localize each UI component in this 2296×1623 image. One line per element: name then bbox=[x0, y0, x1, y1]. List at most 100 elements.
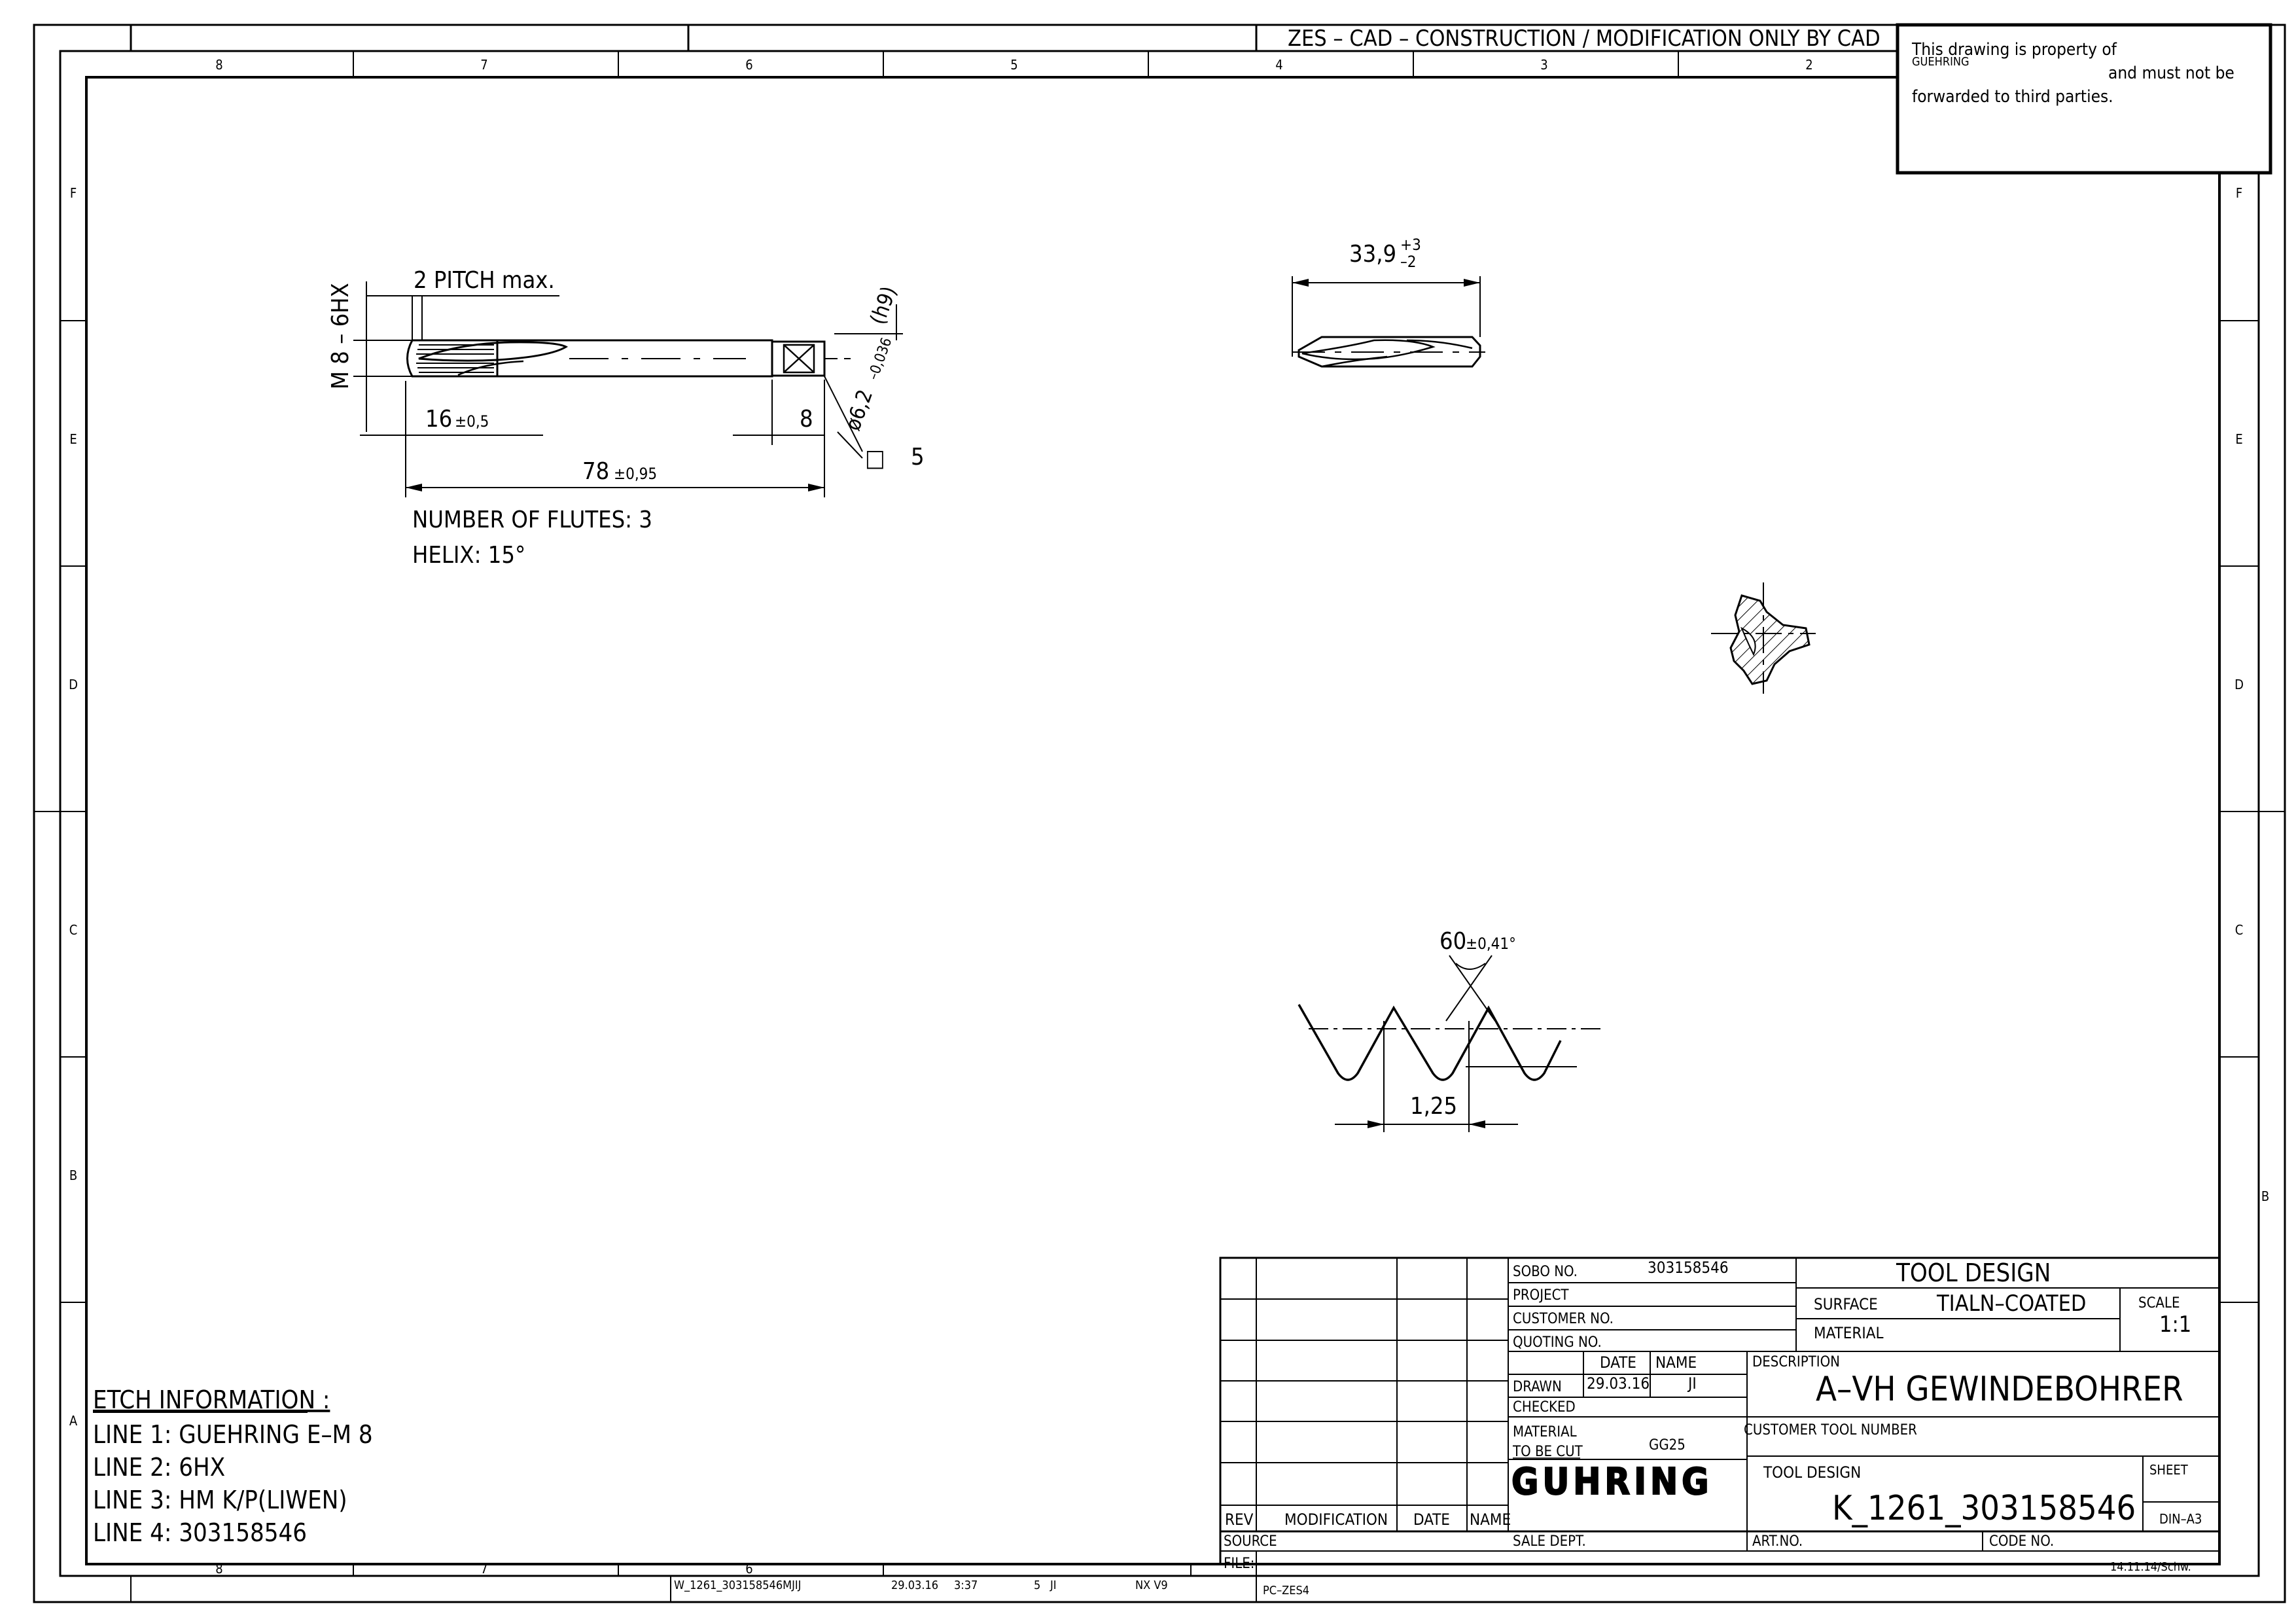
row-letter: E bbox=[69, 431, 77, 447]
row-letter: F bbox=[2236, 185, 2242, 201]
column-number: 8 bbox=[215, 1561, 222, 1577]
rev-header: NAME bbox=[1470, 1510, 1511, 1529]
thread-designation: M 8 – 6HX bbox=[327, 283, 354, 389]
thread-length-dimension: 16 bbox=[425, 406, 452, 433]
etch-information: ETCH INFORMATION : LINE 1: GUEHRING E–M … bbox=[93, 1385, 373, 1547]
helix-note: HELIX: 15° bbox=[412, 542, 525, 569]
row-letter: D bbox=[2234, 677, 2244, 692]
tap-side-view: M 8 – 6HX 2 PITCH max. 16 ±0,5 8 78 ±0,9… bbox=[327, 267, 925, 569]
sale-dept-label: SALE DEPT. bbox=[1513, 1533, 1586, 1550]
thread-pitch-dimension: 1,25 bbox=[1410, 1093, 1457, 1120]
property-notice-line2: and must not be bbox=[2108, 63, 2234, 83]
material-cut-label: TO BE CUT bbox=[1512, 1444, 1583, 1460]
drawing-frame: 8 7 6 5 4 3 2 8 7 6 F E D C B A F E D C … bbox=[33, 24, 2286, 1603]
thread-angle-dimension: 60 bbox=[1439, 928, 1466, 955]
column-number: 3 bbox=[1540, 57, 1547, 73]
template-version: 14.11.14/Schw. bbox=[2110, 1560, 2191, 1574]
row-letter: C bbox=[69, 922, 78, 938]
project-label: PROJECT bbox=[1513, 1287, 1569, 1304]
tool-design-value: K_1261_303158546 bbox=[1832, 1489, 2136, 1528]
plot-footer: W_1261_303158546MJIJ 29.03.16 3:37 5 JI … bbox=[670, 1576, 1309, 1597]
row-letter: A bbox=[69, 1413, 78, 1429]
shank-diameter: ø6,2 bbox=[840, 386, 877, 434]
code-no-label: CODE NO. bbox=[1989, 1533, 2054, 1550]
column-number: 2 bbox=[1805, 57, 1812, 73]
name-column-label: NAME bbox=[1655, 1353, 1697, 1372]
front-length-tol-upper: +3 bbox=[1400, 236, 1421, 254]
thread-angle-tolerance: ±0,41° bbox=[1466, 935, 1516, 953]
row-letter: B bbox=[2261, 1188, 2269, 1204]
property-notice: This drawing is property of GUEHRING and… bbox=[1896, 23, 2272, 175]
row-letter: C bbox=[2235, 922, 2244, 938]
front-length-dimension: 33,9 bbox=[1349, 241, 1396, 268]
column-number: 7 bbox=[480, 1561, 487, 1577]
etch-line: LINE 4: 303158546 bbox=[93, 1518, 307, 1547]
checked-label: CHECKED bbox=[1513, 1399, 1576, 1416]
etch-line: LINE 1: GUEHRING E–M 8 bbox=[93, 1420, 373, 1449]
customer-tool-label: CUSTOMER TOOL NUMBER bbox=[1744, 1422, 1917, 1438]
file-label: FILE: bbox=[1224, 1556, 1254, 1572]
material-cut-value: GG25 bbox=[1649, 1437, 1686, 1454]
scale-value: 1:1 bbox=[2159, 1311, 2191, 1338]
customer-no-label: CUSTOMER NO. bbox=[1513, 1311, 1614, 1327]
square-symbol: □ bbox=[865, 445, 885, 472]
drawn-name: JI bbox=[1687, 1374, 1697, 1393]
footer-plot-date: 29.03.16 bbox=[891, 1578, 938, 1592]
row-letter: F bbox=[70, 185, 77, 201]
source-label: SOURCE bbox=[1224, 1533, 1277, 1550]
total-length-tolerance: ±0,95 bbox=[614, 465, 657, 483]
company-logo: GUHRING bbox=[1511, 1461, 1712, 1503]
sobo-value: 303158546 bbox=[1648, 1258, 1729, 1277]
footer-file-name: W_1261_303158546MJIJ bbox=[674, 1578, 801, 1592]
sheet-label: SHEET bbox=[2149, 1462, 2189, 1478]
surface-value: TIALN–COATED bbox=[1936, 1291, 2087, 1317]
row-letter: B bbox=[69, 1168, 77, 1183]
rev-header: MODIFICATION bbox=[1284, 1510, 1388, 1529]
pitch-note: 2 PITCH max. bbox=[414, 267, 555, 294]
tool-design-title: TOOL DESIGN bbox=[1896, 1258, 2051, 1287]
column-number: 7 bbox=[480, 57, 487, 73]
rev-header: DATE bbox=[1413, 1510, 1450, 1529]
column-number: 5 bbox=[1010, 57, 1017, 73]
etch-line: LINE 2: 6HX bbox=[93, 1453, 225, 1482]
tool-design-label: TOOL DESIGN bbox=[1763, 1463, 1861, 1482]
property-notice-line1: This drawing is property of bbox=[1911, 40, 2117, 60]
quoting-no-label: QUOTING NO. bbox=[1513, 1334, 1602, 1351]
footer-pc-name: PC–ZES4 bbox=[1263, 1584, 1309, 1597]
sobo-label: SOBO NO. bbox=[1513, 1264, 1578, 1280]
cad-banner: ZES – CAD – CONSTRUCTION / MODIFICATION … bbox=[1288, 26, 1881, 52]
tap-cross-section bbox=[1711, 582, 1816, 694]
column-number: 8 bbox=[215, 57, 222, 73]
title-block: REV MODIFICATION DATE NAME SOBO NO. 3031… bbox=[1219, 1257, 2221, 1576]
format-value: DIN–A3 bbox=[2159, 1511, 2202, 1527]
material-cut-label: MATERIAL bbox=[1513, 1424, 1577, 1440]
description-value: A–VH GEWINDEBOHRER bbox=[1816, 1370, 2183, 1409]
art-no-label: ART.NO. bbox=[1752, 1533, 1803, 1550]
drawn-label: DRAWN bbox=[1513, 1379, 1562, 1395]
date-column-label: DATE bbox=[1600, 1353, 1636, 1372]
square-length-dimension: 8 bbox=[800, 406, 813, 433]
total-length-dimension: 78 bbox=[582, 458, 609, 485]
footer-cad-system: NX V9 bbox=[1135, 1578, 1168, 1592]
flutes-note: NUMBER OF FLUTES: 3 bbox=[412, 507, 652, 533]
drawn-date: 29.03.16 bbox=[1587, 1374, 1650, 1393]
thread-length-tolerance: ±0,5 bbox=[455, 412, 489, 431]
footer-plot-time: 3:37 bbox=[954, 1578, 978, 1592]
footer-plot-number: 5 bbox=[1034, 1578, 1040, 1592]
description-label: DESCRIPTION bbox=[1752, 1354, 1840, 1370]
row-letter: E bbox=[2235, 431, 2242, 447]
shank-tolerance: –0,036 bbox=[865, 336, 895, 382]
column-number: 4 bbox=[1275, 57, 1282, 73]
front-length-tol-lower: –2 bbox=[1400, 253, 1417, 271]
row-letter: D bbox=[69, 677, 78, 692]
scale-label: SCALE bbox=[2138, 1295, 2180, 1311]
etch-title: ETCH INFORMATION : bbox=[93, 1385, 330, 1414]
material-label: MATERIAL bbox=[1814, 1324, 1884, 1342]
column-number: 6 bbox=[745, 1561, 752, 1577]
property-notice-line3: forwarded to third parties. bbox=[1912, 87, 2113, 107]
surface-label: SURFACE bbox=[1814, 1295, 1878, 1313]
thread-profile: 60 ±0,41° 1,25 bbox=[1298, 928, 1603, 1132]
rev-header: REV bbox=[1225, 1510, 1254, 1529]
tap-front-detail: 33,9 +3 –2 bbox=[1292, 236, 1485, 368]
